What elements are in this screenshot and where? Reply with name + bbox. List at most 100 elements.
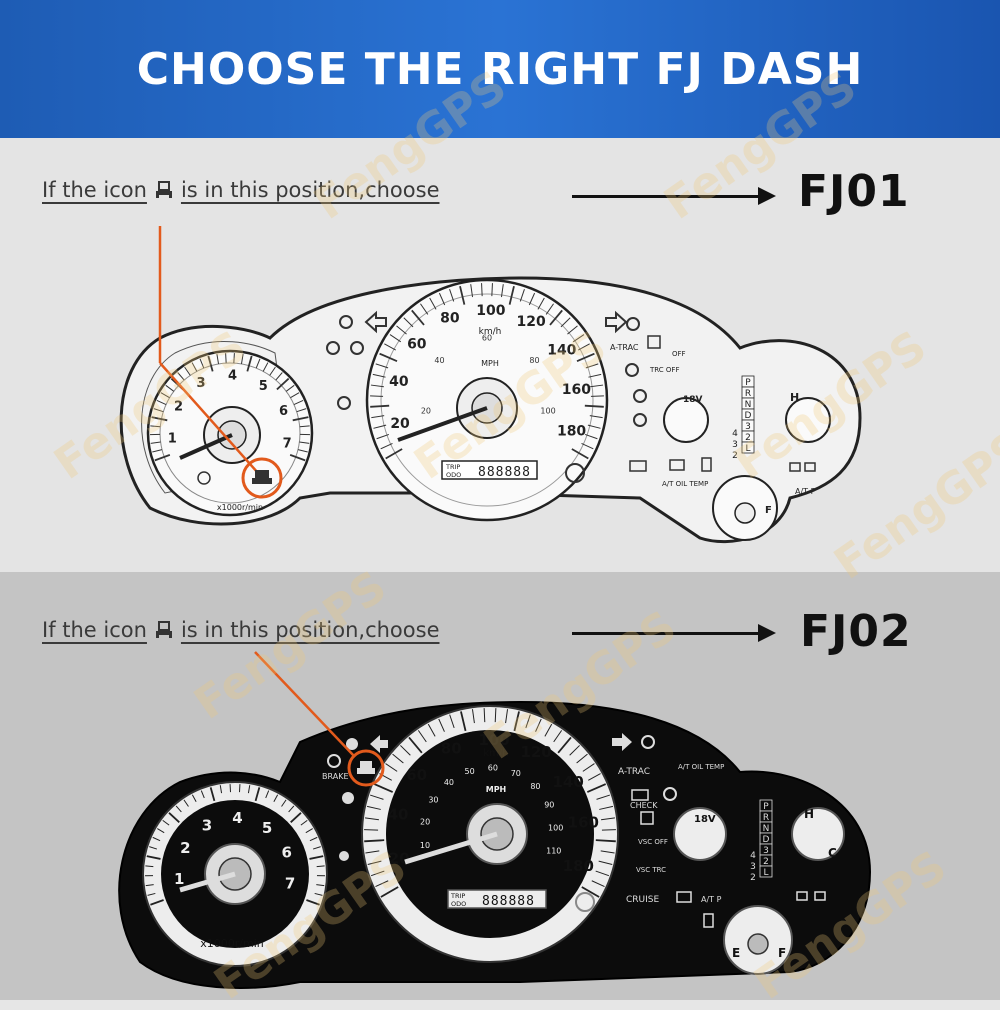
speed-label: 160: [568, 814, 599, 832]
speed-label: 140: [547, 343, 576, 359]
gear-side-label: 2: [732, 451, 738, 461]
tach-label: 2: [174, 400, 183, 415]
fj01-gear-side: 432: [732, 429, 738, 461]
fj02-gear-side: 432: [750, 851, 756, 883]
fj01-off-label: OFF: [672, 350, 686, 358]
tach-label: 6: [282, 844, 292, 862]
gear-side-label: 3: [750, 862, 756, 872]
fj01-temp-gauge: [786, 398, 830, 442]
fj01-atp-label: A/T P: [795, 487, 816, 496]
speed-label: 20: [389, 849, 410, 867]
fj02-fuel-e: E: [732, 946, 740, 960]
fj02-atrac-label: A-TRAC: [618, 767, 650, 777]
gear-letter: R: [745, 389, 751, 399]
fj02-atp-label: A/T P: [701, 895, 722, 904]
gauge-tick: [145, 866, 153, 867]
fj02-cruise-label: CRUISE: [626, 895, 659, 905]
mph-label: 90: [544, 801, 554, 810]
tach-label: 5: [259, 379, 268, 394]
gauge-tick: [596, 840, 616, 841]
gauge-tick: [370, 406, 389, 407]
gauge-tick: [364, 840, 384, 841]
gear-letter: 3: [745, 422, 751, 432]
mph-label: 70: [511, 769, 521, 778]
fj01-fuel-f: F: [765, 505, 772, 516]
gear-side-label: 4: [732, 429, 738, 439]
tach-label: 5: [262, 819, 272, 837]
tach-label: 7: [285, 875, 295, 893]
speed-label: 160: [562, 382, 591, 398]
speed-label: 40: [388, 806, 409, 824]
gauge-tick: [492, 283, 493, 296]
tach-label: 4: [228, 368, 237, 383]
fj01-tach-unit: x1000r/min: [217, 503, 263, 512]
gauge-tick: [585, 406, 604, 407]
gear-letter: P: [763, 802, 769, 812]
fj02-mph-unit: MPH: [486, 785, 507, 794]
gauge-tick: [234, 353, 235, 363]
fj02-fuel-f: F: [778, 946, 786, 960]
fj01-odo-label-trip: TRIP: [445, 463, 460, 471]
gear-letter: 3: [763, 846, 769, 856]
speed-label: 120: [520, 743, 551, 761]
gear-side-label: 3: [732, 440, 738, 450]
speed-label: 120: [517, 314, 546, 330]
fj02-odo-label-trip: TRIP: [450, 892, 465, 900]
fj02-speed-unit: km/h: [483, 748, 508, 759]
page-title: CHOOSE THE RIGHT FJ DASH: [137, 44, 864, 95]
fj01-temp-h: H: [790, 391, 799, 404]
tach-label: 1: [174, 870, 184, 888]
gear-letter: 2: [745, 433, 751, 443]
tach-label: 3: [196, 376, 205, 391]
mph-label: 50: [465, 767, 475, 776]
gear-letter: D: [745, 411, 752, 421]
tach-label: 1: [168, 431, 177, 446]
fj02-brake-label: BRAKE: [322, 772, 349, 781]
fj02-atoil-label: A/T OIL TEMP: [678, 763, 724, 771]
mph-label: 80: [530, 782, 540, 791]
tach-label: 6: [279, 404, 288, 419]
fj01-speed-unit: km/h: [479, 327, 502, 337]
speed-label: 180: [563, 857, 594, 875]
door-ajar-icon: [252, 470, 272, 484]
fj02-check-label: CHECK: [630, 801, 658, 810]
fj02-vsc-trc-label: VSC TRC: [636, 866, 666, 874]
fj01-trc-off-label: TRC OFF: [649, 366, 679, 374]
fj01-atoil-label: A/T OIL TEMP: [662, 480, 708, 488]
speed-label: 60: [407, 336, 427, 352]
tach-label: 7: [283, 436, 292, 451]
speed-label: 180: [557, 423, 586, 439]
gauge-tick: [495, 708, 496, 722]
gear-letter: R: [763, 813, 769, 823]
gauge-tick: [317, 866, 325, 867]
gauge-tick: [482, 283, 483, 296]
fj02-odo-digits: 888888: [482, 894, 535, 909]
gear-letter: L: [745, 444, 750, 454]
gear-letter: 2: [763, 857, 769, 867]
mph-label: 40: [434, 356, 444, 365]
mph-label: 60: [488, 764, 498, 773]
header-banner: CHOOSE THE RIGHT FJ DASH: [0, 0, 1000, 138]
tach-label: 2: [180, 839, 190, 857]
speed-label: 100: [476, 303, 505, 319]
gear-letter: N: [745, 400, 752, 410]
speed-label: 40: [389, 374, 409, 390]
gear-side-label: 2: [750, 873, 756, 883]
gear-side-label: 4: [750, 851, 756, 861]
speed-label: 80: [440, 311, 460, 327]
gauge-tick: [226, 353, 227, 363]
fj02-tach-unit: x1000r/min: [200, 937, 264, 950]
mph-label: 20: [421, 406, 431, 415]
gear-letter: N: [763, 824, 770, 834]
gear-letter: L: [763, 868, 768, 878]
tach-label: 3: [202, 817, 212, 835]
airbag-icon: [342, 792, 354, 804]
gauge-tick: [484, 708, 485, 722]
tach-label: 4: [232, 809, 242, 827]
mph-label: 80: [529, 356, 539, 365]
